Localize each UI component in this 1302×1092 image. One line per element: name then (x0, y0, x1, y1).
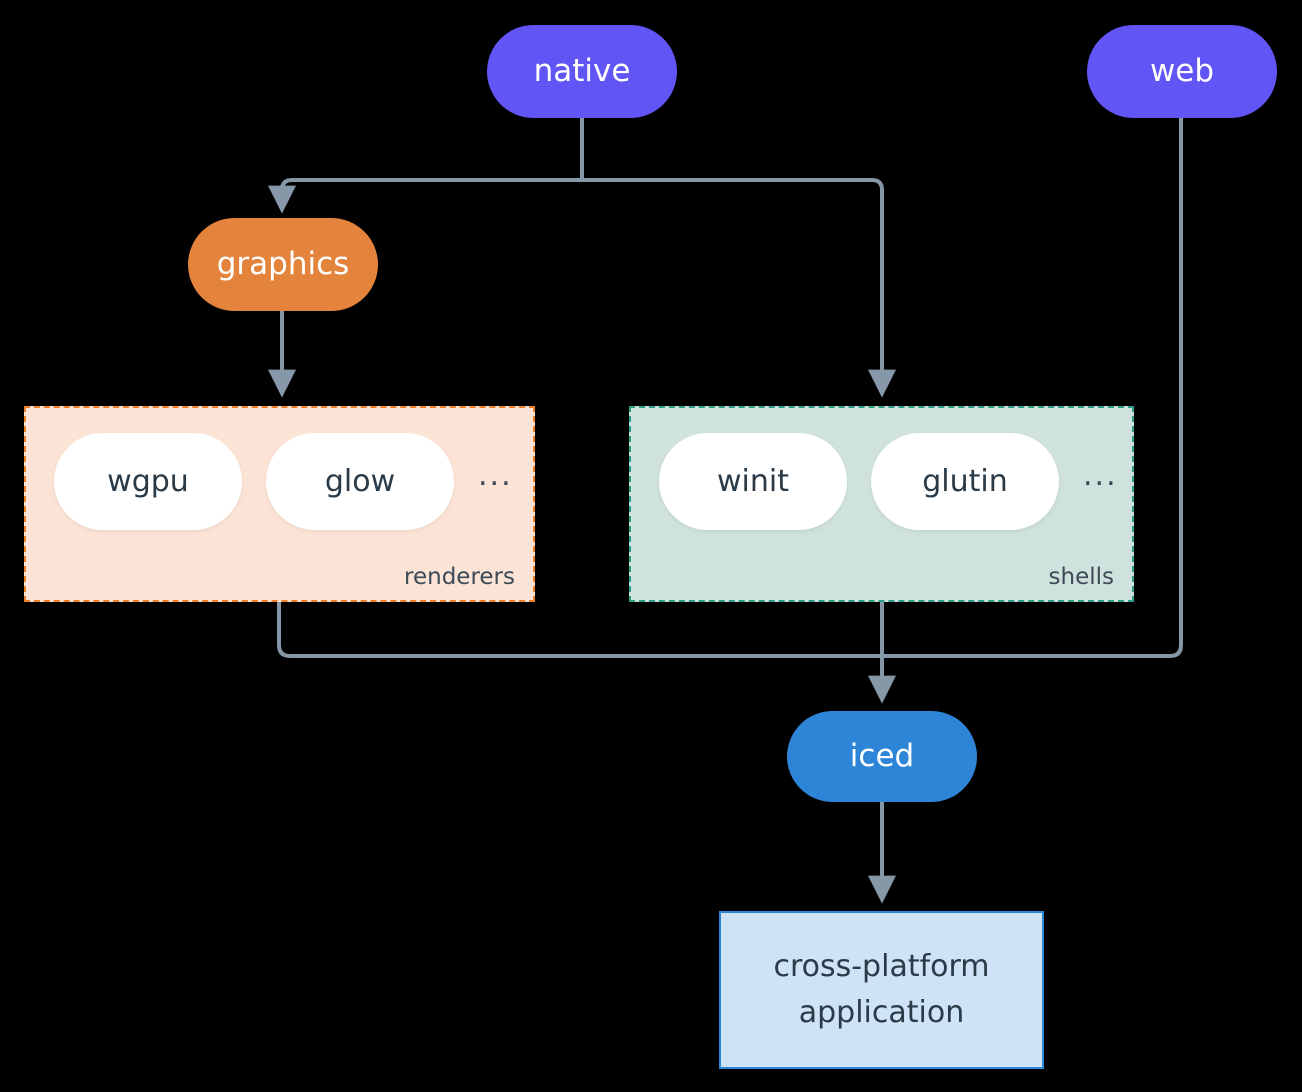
node-web[interactable]: web (1087, 25, 1277, 118)
renderers-overflow-ellipsis: ... (478, 458, 513, 493)
node-graphics-label: graphics (216, 245, 350, 282)
node-graphics[interactable]: graphics (188, 218, 378, 311)
chip-glutin-label: glutin (922, 464, 1008, 499)
chip-glow[interactable]: glow (266, 433, 454, 530)
edge-renderers-to-iced (277, 602, 882, 658)
group-shells-label: shells (1048, 564, 1114, 590)
node-application-line1: cross-platform (773, 948, 990, 984)
chip-wgpu[interactable]: wgpu (54, 433, 242, 530)
group-shells[interactable]: winit glutin ... shells (629, 406, 1134, 602)
edge-native-to-shells (582, 178, 896, 398)
edge-native-to-graphics (268, 178, 582, 214)
node-web-label: web (1149, 52, 1215, 89)
node-iced-label: iced (849, 737, 915, 774)
group-shells-items: winit glutin ... (631, 433, 1132, 530)
shells-overflow-ellipsis: ... (1083, 458, 1118, 493)
node-application-line2: application (798, 995, 965, 1030)
group-renderers-label: renderers (404, 564, 515, 590)
node-native[interactable]: native (487, 25, 677, 118)
chip-wgpu-label: wgpu (107, 464, 189, 499)
chip-glow-label: glow (324, 464, 396, 499)
node-iced[interactable]: iced (787, 711, 977, 802)
group-renderers-items: wgpu glow ... (26, 433, 533, 530)
chip-winit[interactable]: winit (659, 433, 847, 530)
edge-web-to-iced (882, 118, 1183, 658)
chip-winit-label: winit (717, 464, 789, 499)
group-renderers[interactable]: wgpu glow ... renderers (24, 406, 535, 602)
node-application[interactable]: cross-platform application (719, 911, 1044, 1069)
chip-glutin[interactable]: glutin (871, 433, 1059, 530)
node-native-label: native (533, 52, 631, 89)
